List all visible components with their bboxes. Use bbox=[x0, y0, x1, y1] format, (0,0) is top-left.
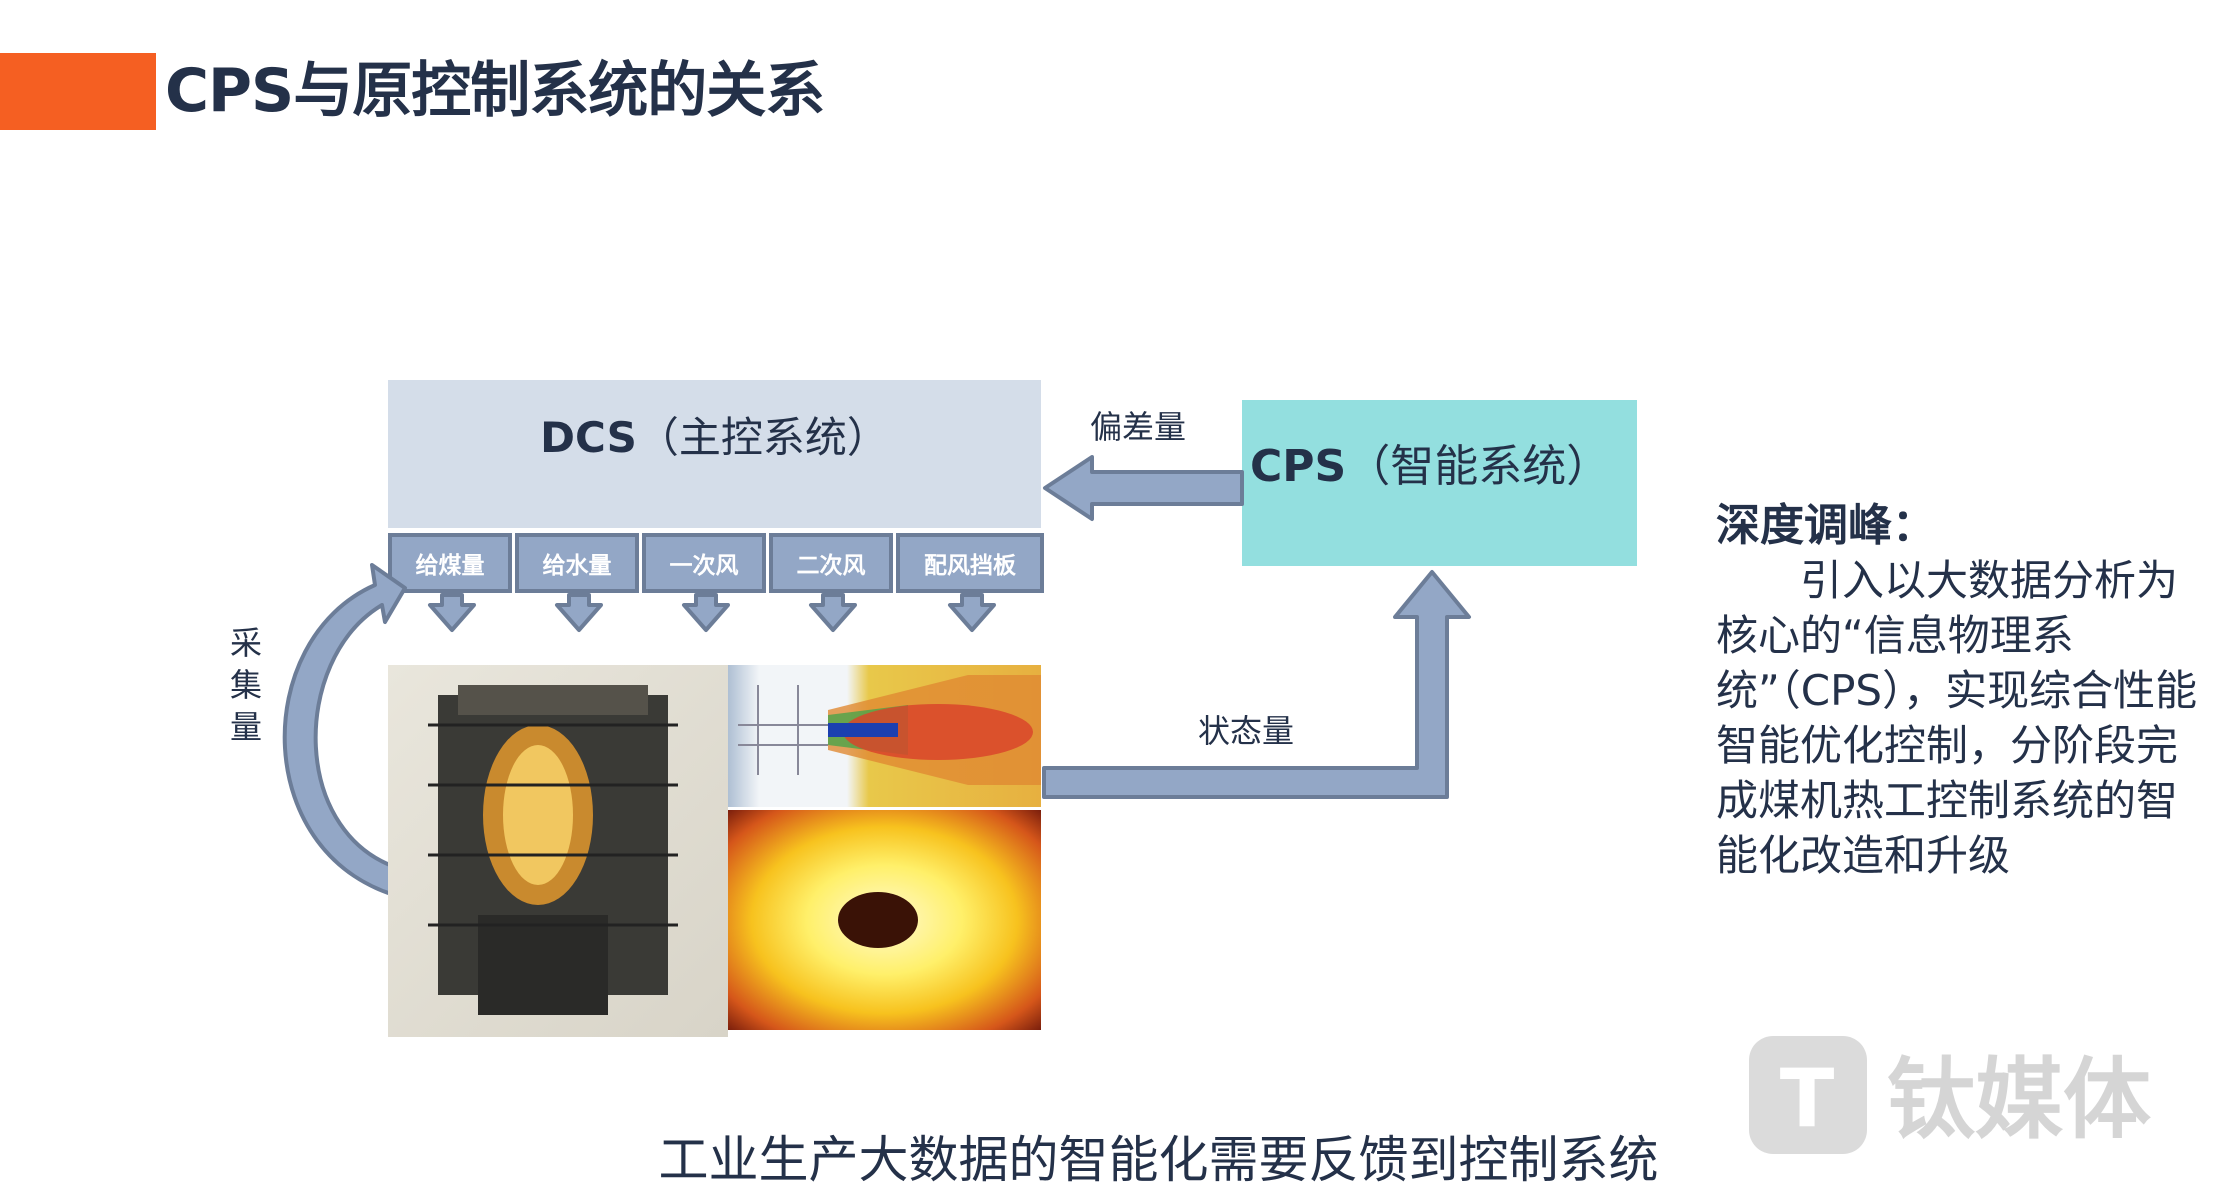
down-arrow bbox=[428, 593, 476, 632]
dcs-main-label: DCS bbox=[540, 413, 637, 462]
down-arrow bbox=[809, 593, 857, 632]
cps-title: CPS（智能系统） bbox=[1250, 430, 1610, 494]
deviation-arrow bbox=[1043, 455, 1244, 521]
control-配风挡板: 配风挡板 bbox=[896, 533, 1044, 593]
collect-arrow bbox=[282, 563, 407, 900]
boiler-image bbox=[388, 665, 728, 1037]
side-heading: 深度调峰： bbox=[1716, 500, 1936, 551]
down-arrows bbox=[428, 593, 996, 632]
furnace-fire-image bbox=[728, 810, 1041, 1030]
flame-diagram-image bbox=[728, 665, 1041, 807]
state-arrow bbox=[1042, 570, 1471, 799]
side-description: 深度调峰： 引入以大数据分析为核心的“信息物理系统”（CPS），实现综合性能智能… bbox=[1716, 498, 2206, 883]
watermark: T 钛媒体 bbox=[1747, 1034, 2187, 1158]
slide-caption: 工业生产大数据的智能化需要反馈到控制系统 bbox=[658, 1131, 1659, 1189]
dcs-title: DCS（主控系统） bbox=[388, 404, 1041, 465]
down-arrow bbox=[948, 593, 996, 632]
svg-text:钛媒体: 钛媒体 bbox=[1887, 1048, 2151, 1151]
collect-char: 采 bbox=[229, 624, 262, 662]
cps-box: CPS（智能系统） bbox=[1242, 400, 1637, 566]
down-arrow bbox=[682, 593, 730, 632]
svg-text:T: T bbox=[1780, 1052, 1835, 1145]
title-accent-bar bbox=[0, 53, 156, 130]
cps-sub-label: （智能系统） bbox=[1346, 441, 1611, 492]
control-给煤量: 给煤量 bbox=[388, 533, 512, 593]
collect-char: 量 bbox=[229, 708, 262, 746]
control-二次风: 二次风 bbox=[769, 533, 893, 593]
dcs-box: DCS（主控系统） bbox=[388, 380, 1041, 528]
slide-title: CPS与原控制系统的关系 bbox=[165, 56, 825, 126]
control-一次风: 一次风 bbox=[642, 533, 766, 593]
deviation-label: 偏差量 bbox=[1090, 408, 1187, 446]
control-给水量: 给水量 bbox=[515, 533, 639, 593]
cps-main-label: CPS bbox=[1250, 441, 1347, 492]
collect-char: 集 bbox=[229, 666, 262, 704]
dcs-sub-label: （主控系统） bbox=[636, 413, 889, 462]
watermark-logo-icon bbox=[1749, 1036, 1867, 1154]
collect-label: 采 集 量 bbox=[226, 622, 266, 748]
side-body: 引入以大数据分析为核心的“信息物理系统”（CPS），实现综合性能智能优化控制，分… bbox=[1716, 556, 2198, 880]
down-arrow bbox=[555, 593, 603, 632]
state-label: 状态量 bbox=[1198, 712, 1295, 750]
